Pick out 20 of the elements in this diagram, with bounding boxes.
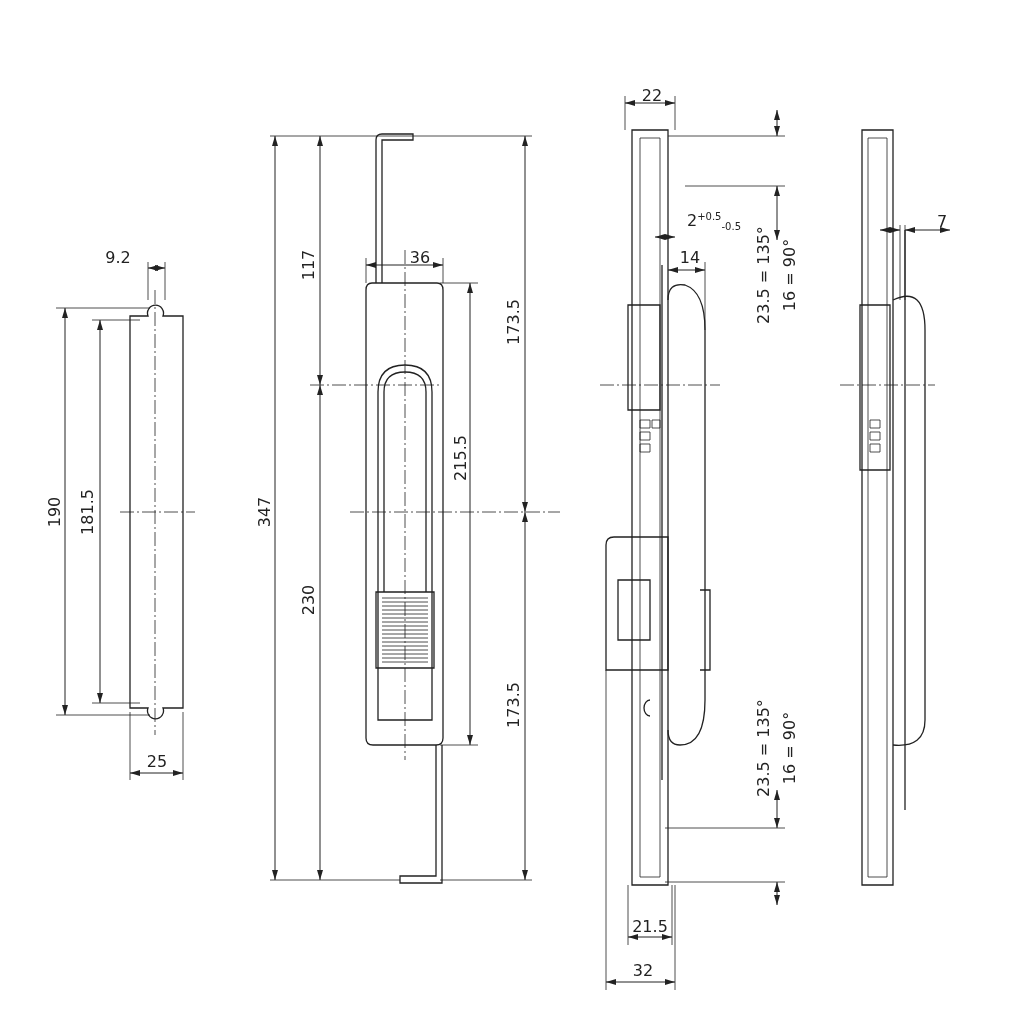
- dimension-value: 9.2: [105, 250, 131, 266]
- dimension-value: 23.5 = 135°: [756, 699, 772, 797]
- dimension-value: 16 = 90°: [782, 711, 798, 785]
- dimension-value: 347: [257, 496, 273, 528]
- dimension-value: 173.5: [506, 299, 522, 345]
- dimension-value: 117: [301, 249, 317, 281]
- dimension-value: 215.5: [453, 435, 469, 481]
- dimension-value: 32: [632, 963, 654, 979]
- dimension-value: 22: [641, 88, 663, 104]
- dimension-value: 23.5 = 135°: [756, 226, 772, 324]
- dimension-value: 230: [301, 584, 317, 616]
- dimension-value: 7: [936, 214, 948, 230]
- dimension-value: 14: [679, 250, 701, 266]
- dimension-value: 16 = 90°: [782, 238, 798, 312]
- dimension-value: 173.5: [506, 682, 522, 728]
- dimension-value: 25: [146, 754, 168, 770]
- dimension-value: 190: [47, 496, 63, 528]
- dimension-value: 21.5: [632, 919, 668, 935]
- dimension-value: 36: [409, 250, 431, 266]
- dimension-value: 181.5: [80, 489, 96, 535]
